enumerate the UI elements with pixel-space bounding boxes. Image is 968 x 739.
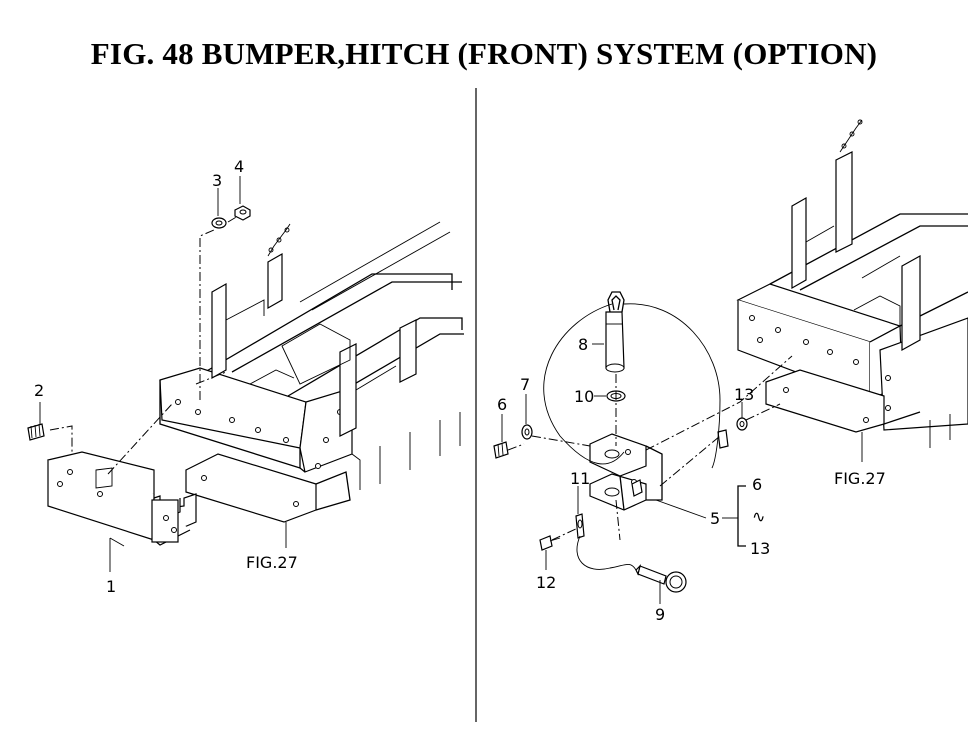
- assembly-line-left-2: [107, 403, 173, 475]
- callout-1: 1: [106, 577, 116, 596]
- leader-5: [655, 499, 707, 519]
- callout-11: 11: [570, 469, 590, 488]
- callout-2: 2: [34, 381, 44, 400]
- callout-5: 5: [710, 509, 720, 528]
- assembly-line-right-2: [531, 435, 591, 447]
- hitch-bracket-part-5: [589, 433, 663, 511]
- washer-part-7: [521, 424, 533, 440]
- assembly-line-left-1: [49, 425, 73, 452]
- callout-12: 12: [536, 573, 556, 592]
- hitch-pin-part-8: [605, 291, 625, 373]
- callout-9: 9: [655, 605, 665, 624]
- right-view: 5 6 7 8 9 10 11 12 13 6 ∿ 13 FIG.27: [493, 119, 968, 624]
- frame-assembly-left: [159, 221, 464, 523]
- brace-label-mid: ∿: [752, 507, 765, 526]
- callout-10: 10: [574, 387, 594, 406]
- bolt-part-6: [493, 441, 509, 459]
- wire-rope-loop: [543, 303, 625, 465]
- brace-label-bottom: 13: [750, 539, 770, 558]
- lock-pin-part-9: [635, 564, 687, 593]
- washer-part-3: [211, 217, 227, 229]
- bolt-part-2: [27, 423, 45, 441]
- callout-13: 13: [734, 385, 754, 404]
- assembly-line-left-4: [227, 215, 239, 223]
- brace-label-top: 6: [752, 475, 762, 494]
- assembly-line-left-3: [199, 229, 215, 400]
- assembly-line-right-7: [659, 435, 721, 487]
- figure-title: FIG. 48 BUMPER,HITCH (FRONT) SYSTEM (OPT…: [90, 36, 878, 71]
- clip-upper: [717, 429, 729, 449]
- frame-assembly-right: [736, 119, 968, 448]
- callout-4: 4: [234, 157, 244, 176]
- nut-part-4: [234, 205, 251, 221]
- callout-6: 6: [497, 395, 507, 414]
- fig-ref-right: FIG.27: [834, 469, 886, 488]
- fig-ref-left: FIG.27: [246, 553, 298, 572]
- wire-rope-lower: [576, 535, 637, 571]
- clip-part-11: [575, 513, 585, 539]
- left-view: 1 2 3 4 FIG.27: [27, 157, 464, 596]
- callout-7: 7: [520, 375, 530, 394]
- wire-rope-loop-2: [623, 303, 721, 469]
- callout-5-brace: [737, 485, 746, 547]
- assembly-line-right-6: [615, 499, 621, 541]
- assembly-line-left-5: [195, 371, 227, 385]
- assembly-line-right-5: [551, 527, 579, 541]
- callout-8: 8: [578, 335, 588, 354]
- assembly-line-right-8: [745, 403, 781, 421]
- assembly-line-right-1: [507, 443, 525, 451]
- bumper-bracket-part-1: [47, 451, 197, 547]
- callout-3: 3: [212, 171, 222, 190]
- screw-part-13: [736, 417, 748, 431]
- assembly-line-right-4: [645, 355, 793, 451]
- screw-part-12: [539, 535, 561, 551]
